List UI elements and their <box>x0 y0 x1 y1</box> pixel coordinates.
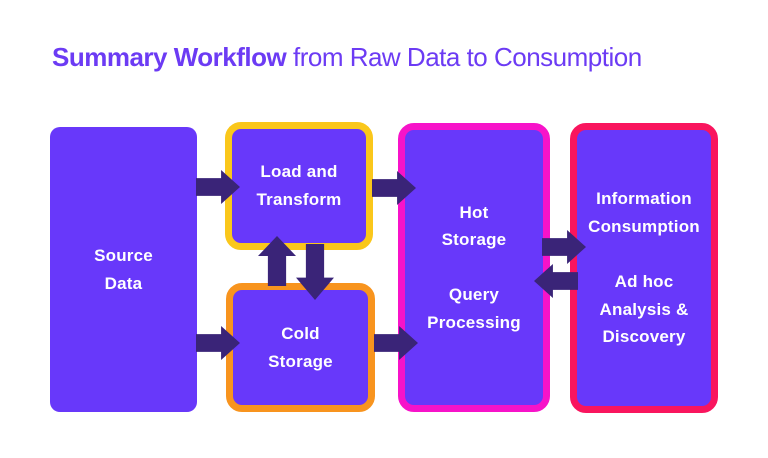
node-source-data: Source Data <box>50 127 197 412</box>
page-title-highlight: Summary Workflow <box>52 42 287 72</box>
node-information-consumption-label: Information Consumption Ad hoc Analysis … <box>588 189 700 347</box>
node-load-and-transform-label: Load and Transform <box>256 162 342 209</box>
node-source-data-label: Source Data <box>94 245 153 293</box>
node-cold-storage: Cold Storage <box>226 283 375 412</box>
page-title: Summary Workflow from Raw Data to Consum… <box>52 42 642 73</box>
page-title-rest: from Raw Data to Consumption <box>286 42 642 72</box>
node-load-and-transform: Load and Transform <box>225 122 373 250</box>
node-cold-storage-label: Cold Storage <box>268 323 333 371</box>
node-hot-storage-query-processing: Hot Storage Query Processing <box>398 123 550 412</box>
node-information-consumption: Information Consumption Ad hoc Analysis … <box>570 123 718 413</box>
node-hot-storage-query-processing-label: Hot Storage Query Processing <box>427 202 521 332</box>
